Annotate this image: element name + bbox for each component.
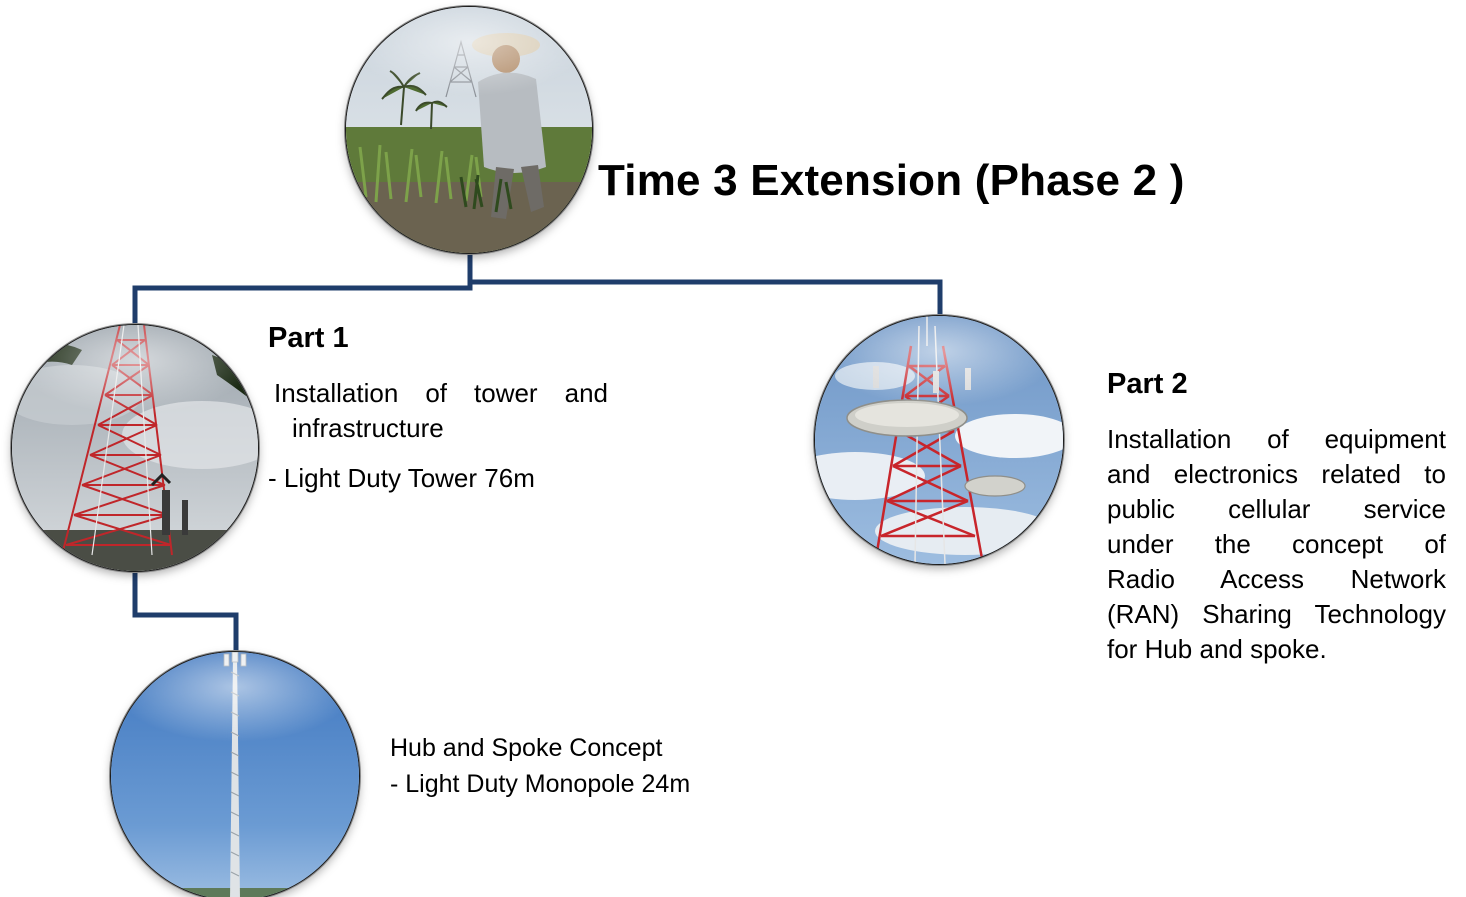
part2-description-line: Radio Access Network [1107,564,1446,594]
part2-description-line: under the concept of [1107,529,1446,559]
photo-farmer-with-tower [346,7,592,253]
photo-antenna-tower [815,316,1063,564]
part2-description: Installation of equipment and electronic… [1107,422,1446,667]
part1-description-line2: infrastructure [292,413,444,443]
part2-description-line: public cellular service [1107,494,1446,524]
part2-heading: Part 2 [1107,368,1188,400]
hub-heading: Hub and Spoke Concept [390,734,663,762]
connector-part1-to-hub [132,568,239,656]
part2-description-line: for Hub and spoke. [1107,634,1327,664]
photo-lattice-tower [12,325,258,571]
part1-description-line1: Installation of tower and [274,378,608,408]
part1-description: Installation of tower and infrastructure [274,376,608,446]
diagram-title: Time 3 Extension (Phase 2 ) [598,156,1185,205]
photo-monopole [111,652,359,897]
hub-item: - Light Duty Monopole 24m [390,770,691,798]
part1-heading: Part 1 [268,322,349,354]
connector-root-to-part1 [132,250,473,330]
connector-root-to-part2 [470,279,943,320]
part2-description-line: Installation of equipment [1107,424,1446,454]
hub-description: Hub and Spoke Concept - Light Duty Monop… [390,730,690,802]
part2-description-line: (RAN) Sharing Technology [1107,599,1446,629]
part2-description-line: and electronics related to [1107,459,1446,489]
part1-item: - Light Duty Tower 76m [268,463,535,493]
